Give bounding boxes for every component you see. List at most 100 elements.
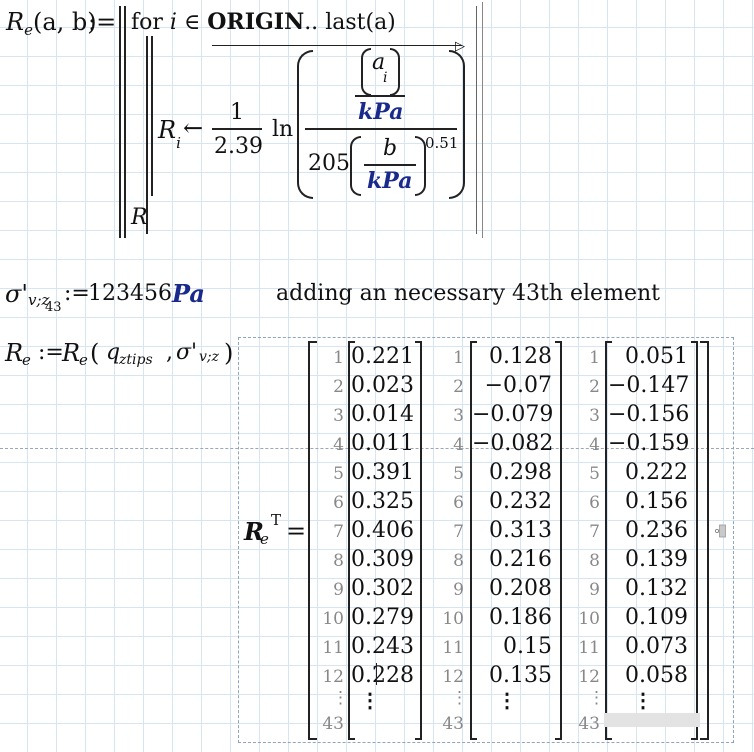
num-paren-right	[390, 48, 400, 96]
matrix-row-index: 5	[333, 464, 344, 484]
matrix-cell-value: 0.228	[351, 663, 414, 688]
transpose-marker: T	[271, 511, 282, 529]
numerator-a: a	[372, 50, 385, 75]
matrix-region-selection[interactable]	[238, 337, 734, 743]
col2-index-ellipsis: ⋮	[451, 688, 468, 708]
matrix-row-index: 12	[442, 667, 464, 687]
denominator-coef: 205	[308, 151, 350, 176]
matrix-cell-value: −0.079	[472, 402, 554, 427]
numerator-a-subscript: i	[383, 70, 388, 86]
matrix-cell-value: 0.216	[489, 547, 552, 572]
matrix-cell-value: 0.243	[351, 634, 414, 659]
matrix-row-index: 8	[453, 551, 464, 571]
program-bar-right-2	[482, 2, 483, 238]
col1-last-index: 43	[322, 714, 344, 734]
col3-last-index: 43	[578, 714, 600, 734]
matrix-cell-value: 0.208	[489, 576, 552, 601]
matrix-row-index: 10	[578, 609, 600, 629]
re-arg2-subscript: v;z	[199, 349, 220, 365]
matrix-row-index: 4	[333, 435, 344, 455]
matrix-lhs-subscript: e	[260, 530, 269, 548]
matrix-cell-value: −0.147	[608, 373, 690, 398]
denominator-unit: kPa	[367, 168, 413, 194]
for-keyword: for	[131, 10, 163, 35]
matrix-row-index: 3	[589, 406, 600, 426]
matrix-cell-value: 0.222	[625, 460, 688, 485]
sigma-sub-subscript: 43	[45, 300, 62, 315]
matrix-cell-value: 0.309	[351, 547, 414, 572]
matrix-cell-value: −0.07	[484, 373, 552, 398]
program-bar-right-1	[476, 6, 477, 234]
matrix-row-index: 6	[333, 493, 344, 513]
matrix-scroll-thumb[interactable]	[604, 713, 700, 727]
num-fraction-line	[355, 95, 405, 97]
matrix-cell-value: 0.325	[351, 489, 414, 514]
fn-name-symbol: R	[6, 8, 25, 36]
origin-keyword: ORIGIN	[207, 9, 305, 35]
den-fraction-line	[364, 164, 416, 166]
matrix-cell-value: 0.058	[625, 663, 688, 688]
col2-value-ellipsis: ⋮	[497, 688, 517, 712]
matrix-cell-value: 0.236	[625, 518, 688, 543]
matrix-row-index: 7	[333, 522, 344, 542]
page-break-line	[0, 448, 754, 449]
col1-index-ellipsis: ⋮	[332, 688, 349, 708]
matrix-row-index: 1	[333, 348, 344, 368]
re-call-paren-open: (	[90, 339, 100, 367]
matrix-cell-value: 0.313	[489, 518, 552, 543]
matrix-row-index: 9	[333, 580, 344, 600]
matrix-row-index: 8	[589, 551, 600, 571]
matrix-cell-value: 0.302	[351, 576, 414, 601]
matrix-cell-value: 0.279	[351, 605, 414, 630]
re-fn-symbol: R	[62, 339, 81, 367]
re-args-comma: ,	[166, 340, 173, 365]
col2-last-index: 43	[442, 714, 464, 734]
re-assign-operator: :=	[38, 340, 64, 365]
denominator-b: b	[383, 136, 398, 161]
matrix-cell-value: 0.139	[625, 547, 688, 572]
program-bar-inner-1	[146, 36, 148, 234]
matrix-cell-value: 0.221	[351, 344, 414, 369]
col3-bracket-right	[691, 341, 698, 740]
vectorize-arrow-head: ▷	[455, 39, 465, 54]
matrix-row-index: 5	[589, 464, 600, 484]
matrix-cell-value: 0.391	[351, 460, 414, 485]
matrix-cell-value: 0.128	[489, 344, 552, 369]
col1-bracket-right	[415, 341, 422, 740]
result-var-symbol: R	[158, 116, 177, 144]
numerator-unit: kPa	[358, 99, 404, 125]
fn-name-subscript: e	[24, 21, 33, 39]
sigma-assign-operator: :=	[64, 281, 90, 306]
matrix-cell-value: 0.232	[489, 489, 552, 514]
matrix-row-index: 3	[453, 406, 464, 426]
matrix-row-index: 11	[578, 638, 600, 658]
matrix-cell-value: 0.298	[489, 460, 552, 485]
coef-numerator: 1	[230, 100, 244, 125]
col1-bracket-left	[348, 341, 355, 740]
return-variable: R	[131, 205, 148, 230]
for-loop-header: for i ∈ ORIGIN.. last(a)	[131, 9, 396, 35]
comment-text[interactable]: adding an necessary 43th element	[276, 281, 660, 306]
re-lhs-symbol: R	[5, 339, 24, 367]
program-bar-inner-2	[151, 36, 153, 196]
numerator-a-symbol: a	[372, 50, 386, 75]
re-arg1-subscript: ztips	[119, 352, 153, 368]
re-fn-subscript: e	[79, 351, 88, 369]
matrix-row-index: 11	[442, 638, 464, 658]
re-arg1-symbol: q	[106, 340, 121, 365]
matrix-outer-bracket-left	[308, 341, 317, 740]
matrix-cell-value: 0.156	[625, 489, 688, 514]
sigma-unit: Pa	[172, 279, 205, 308]
matrix-row-index: 12	[322, 667, 344, 687]
ln-function: ln	[272, 117, 294, 142]
coef-fraction-line	[212, 128, 262, 130]
matrix-cell-value: 0.15	[503, 634, 552, 659]
matrix-cell-value: 0.073	[625, 634, 688, 659]
element-of-symbol: ∈	[183, 10, 201, 35]
coef-denominator: 2.39	[214, 134, 263, 159]
matrix-row-index: 5	[453, 464, 464, 484]
region-resize-handle[interactable]	[714, 523, 726, 538]
matrix-row-index: 11	[322, 638, 344, 658]
matrix-cell-value: 0.023	[351, 373, 414, 398]
matrix-cell-value: 0.406	[351, 518, 414, 543]
